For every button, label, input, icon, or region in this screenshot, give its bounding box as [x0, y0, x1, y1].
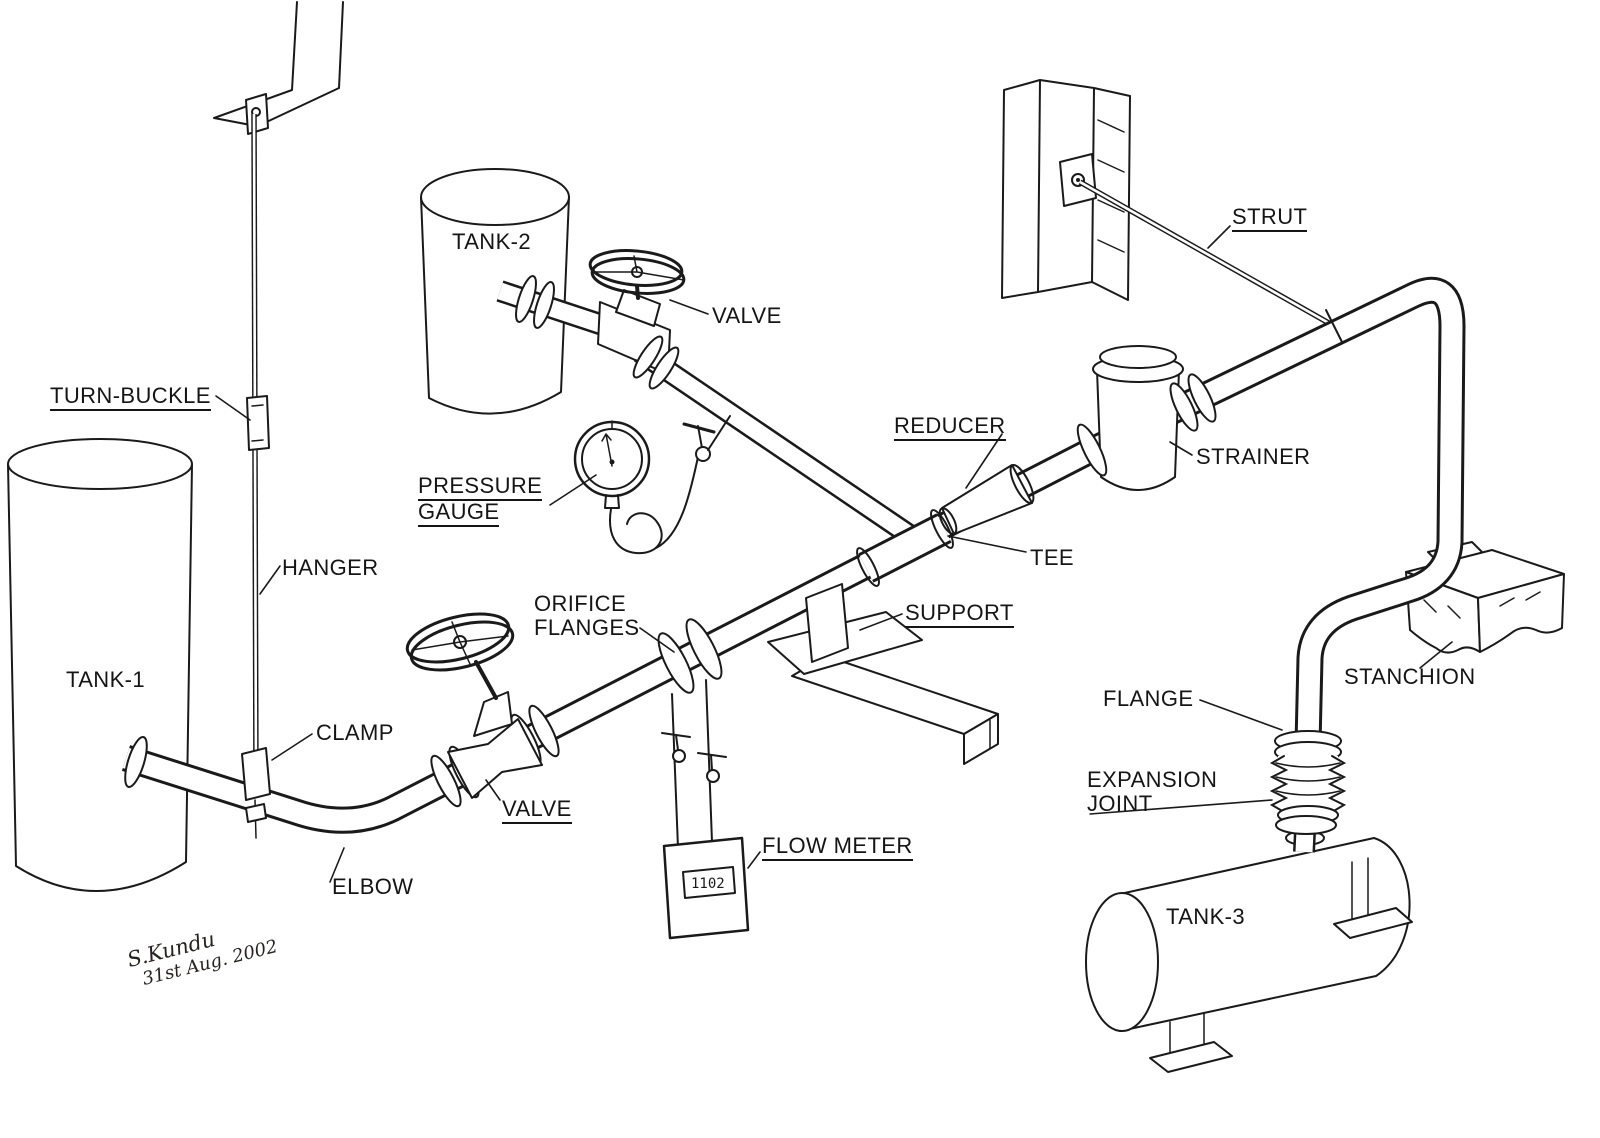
label-tee: TEE [1030, 545, 1074, 570]
gauge-valve [682, 415, 731, 462]
reducer-fitting [938, 464, 1035, 535]
label-strut: STRUT [1232, 205, 1308, 233]
gate-valve-main [405, 612, 560, 808]
label-flow-meter: FLOW METER [762, 834, 913, 862]
label-stanchion: STANCHION [1344, 664, 1476, 689]
ceiling-beam [213, 1, 344, 135]
label-hanger: HANGER [282, 555, 379, 580]
flow-meter-reading: 1102 [691, 876, 725, 892]
label-clamp: CLAMP [316, 720, 394, 745]
strainer-vessel [1076, 345, 1217, 491]
label-joint: JOINT [1087, 791, 1153, 816]
gauge-siphon-tube [609, 451, 700, 555]
label-flange: FLANGE [1103, 686, 1194, 711]
tank3-saddle-rear [1333, 857, 1413, 939]
label-orifice-flanges: FLANGES [534, 615, 640, 640]
strut-pipe-clamp [1325, 309, 1343, 343]
strut-rod [1078, 179, 1336, 329]
tap-valve-right [697, 752, 727, 783]
wall-column [1001, 79, 1131, 301]
tank1-nozzle-flange [124, 736, 148, 788]
stanchion-block [1405, 541, 1565, 654]
label-strainer: STRAINER [1196, 444, 1311, 469]
label-turn-buckle: TURN-BUCKLE [50, 384, 211, 412]
label-gauge: GAUGE [418, 500, 500, 528]
tank3-saddle-front [1149, 1013, 1233, 1073]
pressure-gauge-device [573, 420, 651, 509]
label-expansion: EXPANSION [1087, 767, 1218, 792]
label-reducer: REDUCER [894, 414, 1006, 442]
handwheel-branch [588, 249, 686, 295]
tank-3-vessel [1085, 830, 1413, 1073]
label-orifice: ORIFICE [534, 591, 627, 616]
leader-lines [215, 225, 1453, 883]
label-tank-1: TANK-1 [66, 667, 146, 692]
main-pipe-run [121, 276, 1466, 834]
globe-valve-branch [515, 249, 686, 390]
label-tank-3: TANK-3 [1166, 904, 1246, 929]
label-elbow: ELBOW [332, 874, 414, 899]
expansion-joint-bellows [1269, 730, 1347, 835]
strut-wall-bracket [1059, 153, 1097, 207]
flow-meter-box: 1102 [662, 836, 750, 940]
label-tank-2: TANK-2 [452, 229, 532, 254]
label-valve-top: VALVE [712, 303, 782, 328]
label-pressure: PRESSURE [418, 474, 543, 502]
tap-valve-left [661, 732, 691, 763]
label-support: SUPPORT [905, 601, 1014, 629]
pipe-clamp [241, 747, 271, 839]
turnbuckle-device [246, 395, 270, 451]
flow-meter-taps [661, 679, 727, 849]
tee-fitting [856, 509, 954, 587]
pipe-support [767, 583, 999, 765]
tank-1-vessel [7, 438, 193, 892]
label-valve-bottom: VALVE [502, 797, 572, 825]
handwheel-main [405, 612, 515, 672]
tank-2-vessel [420, 168, 570, 415]
